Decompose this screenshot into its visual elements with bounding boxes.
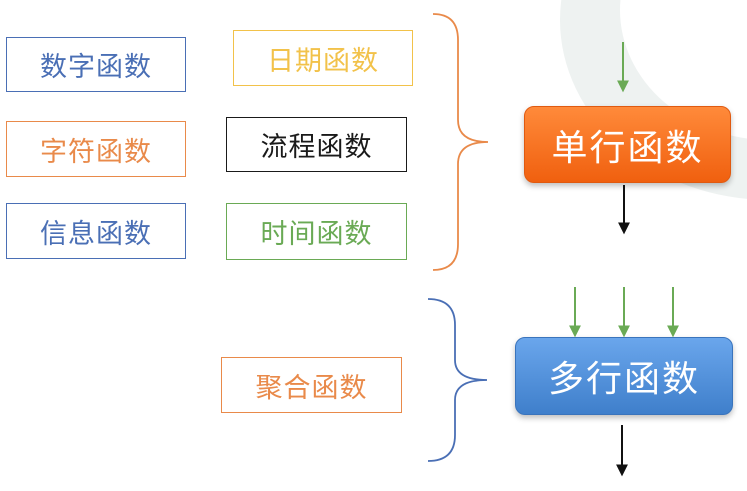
single-row-function-label: 单行函数 — [551, 127, 704, 169]
string-function-label: 字符函数 — [40, 136, 152, 168]
date-function-box: 日期函数 — [233, 30, 413, 86]
multi-row-function-label: 多行函数 — [547, 359, 700, 400]
string-function-box: 字符函数 — [6, 121, 186, 177]
single-row-brace — [432, 13, 489, 271]
info-function-label: 信息函数 — [40, 218, 152, 250]
numeric-function-box: 数字函数 — [6, 37, 186, 92]
aggregate-function-box: 聚合函数 — [221, 357, 402, 413]
numeric-function-label: 数字函数 — [40, 52, 152, 83]
time-function-label: 时间函数 — [260, 219, 373, 250]
multi-row-function-box: 多行函数 — [515, 337, 733, 415]
flow-function-box: 流程函数 — [226, 117, 407, 172]
flow-function-label: 流程函数 — [260, 132, 373, 163]
aggregate-function-label: 聚合函数 — [255, 372, 368, 404]
info-function-box: 信息函数 — [6, 203, 186, 259]
time-function-box: 时间函数 — [226, 203, 407, 260]
single-row-function-box: 单行函数 — [524, 106, 731, 183]
multi-row-brace — [427, 298, 488, 462]
date-function-label: 日期函数 — [267, 45, 379, 77]
